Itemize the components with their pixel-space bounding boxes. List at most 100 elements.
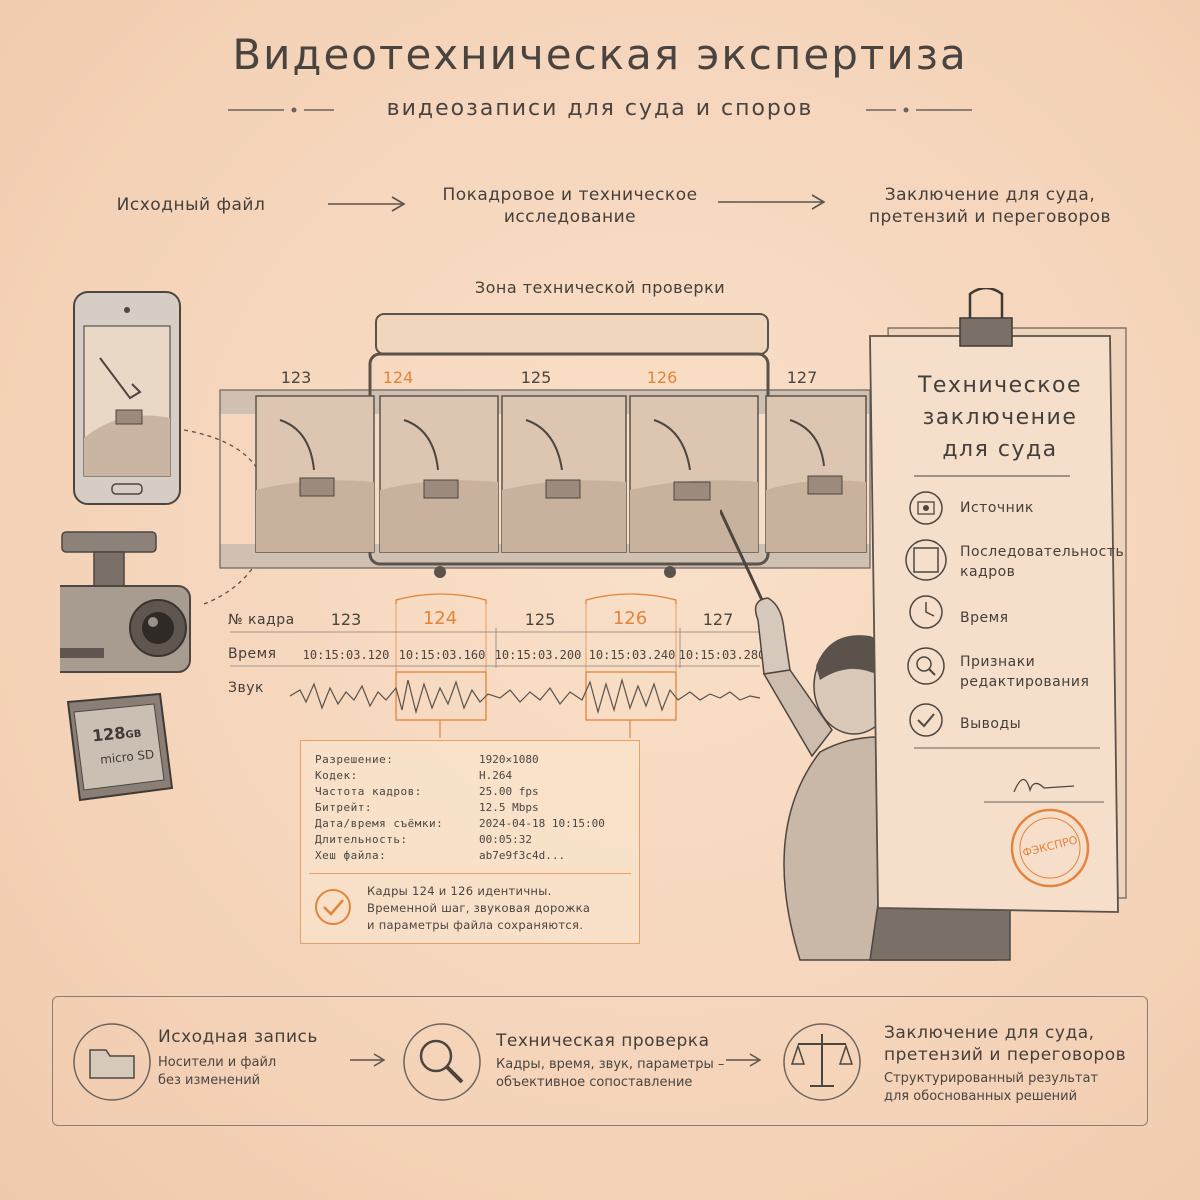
arrow-right-icon — [718, 194, 826, 210]
document-item-label: кадров — [960, 564, 1016, 580]
flow-step-conclusion: Заключение для суда, претензий и перегов… — [850, 184, 1130, 228]
summary-item-check: Техническая проверка Кадры, время, звук,… — [496, 1030, 724, 1092]
document-item-label: Признаки — [960, 654, 1036, 670]
summary-item-title: Исходная запись — [158, 1027, 318, 1047]
meta-label: Кодек: — [315, 769, 358, 782]
page-title: Видеотехническая экспертиза — [232, 30, 968, 79]
arrow-right-icon — [328, 196, 406, 212]
summary-item-title: претензий и переговоров — [884, 1045, 1127, 1065]
film-frame-number: 125 — [520, 368, 552, 387]
frame-124 — [379, 395, 499, 553]
meta-label: Частота кадров: — [315, 785, 422, 798]
timestamp: 10:15:03.200 — [494, 648, 582, 662]
document-title: Техническое заключение для суда — [890, 370, 1110, 466]
timestamp: 10:15:03.240 — [588, 648, 676, 662]
summary-item-desc: Носители и файл — [158, 1055, 277, 1070]
document-item-label: редактирования — [960, 674, 1090, 690]
flow-step-source: Исходный файл — [116, 195, 266, 215]
summary-item-title: Техническая проверка — [496, 1031, 710, 1051]
meta-value: 00:05:32 — [479, 833, 532, 846]
timeline-frame-number: 126 — [612, 608, 648, 629]
timeline-frame-number: 127 — [702, 610, 734, 629]
meta-conclusion-line2: Временной шаг, звуковая дорожка — [367, 901, 591, 915]
document-title-line3: для суда — [942, 437, 1058, 462]
document-item-sequence: Последовательность кадров — [960, 542, 1124, 582]
filmstrip — [219, 313, 871, 578]
meta-value: H.264 — [479, 769, 513, 782]
sd-card-icon — [66, 692, 174, 802]
time-label: Время — [228, 646, 277, 662]
meta-label: Дата/время съёмки: — [315, 817, 444, 830]
timeline-frame-number: 124 — [422, 608, 458, 629]
document-item-time: Время — [960, 608, 1009, 628]
meta-conclusion: Кадры 124 и 126 идентичны. Временной шаг… — [367, 883, 627, 934]
meta-conclusion-line3: и параметры файла сохраняются. — [367, 918, 584, 932]
smartphone-icon — [73, 291, 181, 505]
summary-item-desc: Кадры, время, звук, параметры – — [496, 1057, 725, 1072]
document-title-line2: заключение — [922, 405, 1078, 430]
timestamp: 10:15:03.120 — [302, 648, 390, 662]
document-title-line1: Техническое — [917, 373, 1083, 398]
subtitle-ornament — [228, 107, 972, 113]
check-circle-icon — [315, 889, 351, 925]
timestamp: 10:15:03.280 — [678, 648, 766, 662]
frame-125 — [501, 395, 627, 553]
meta-value: 1920×1080 — [479, 753, 539, 766]
summary-icons — [73, 1023, 861, 1101]
frame-126 — [629, 395, 759, 553]
document-item-conclusions: Выводы — [960, 714, 1021, 734]
folder-icon — [73, 1023, 151, 1101]
frame-123 — [255, 395, 375, 553]
timeline-frame-number: 125 — [524, 610, 556, 629]
timeline-frame-number: 123 — [330, 610, 362, 629]
frame-127 — [765, 395, 867, 553]
document-item-label: Последовательность — [960, 544, 1125, 560]
flow-step-analysis-line1: Покадровое и техническое — [442, 185, 698, 205]
magnifier-icon — [403, 1023, 481, 1101]
document-item-label: Источник — [960, 500, 1034, 516]
film-frame-number: 124 — [382, 368, 414, 387]
dashcam-icon — [60, 531, 191, 673]
timeline-grid — [230, 593, 761, 738]
binder-clip-icon — [959, 288, 1013, 347]
meta-value: 25.00 fps — [479, 785, 539, 798]
flow-step-analysis: Покадровое и техническое исследование — [430, 184, 710, 228]
flow-step-analysis-line2: исследование — [503, 207, 637, 227]
meta-value: 12.5 Mbps — [479, 801, 539, 814]
scales-icon — [783, 1023, 861, 1101]
film-frame-number: 123 — [280, 368, 312, 387]
document-item-label: Время — [960, 610, 1009, 626]
sd-capacity: 128 — [91, 723, 127, 746]
metadata-panel: Разрешение: 1920×1080 Кодек: H.264 Часто… — [300, 740, 640, 944]
flow-step-conclusion-line2: претензий и переговоров — [868, 207, 1112, 227]
summary-item-desc: для обоснованных решений — [884, 1089, 1078, 1104]
sd-unit: GB — [125, 728, 143, 742]
timestamp: 10:15:03.160 — [398, 648, 486, 662]
summary-item-conclusion: Заключение для суда, претензий и перегов… — [884, 1022, 1126, 1106]
film-frame-number: 127 — [786, 368, 818, 387]
document-item-editing: Признаки редактирования — [960, 652, 1089, 692]
meta-value: 2024-04-18 10:15:00 — [479, 817, 605, 830]
page-subtitle: видеозаписи для суда и споров — [386, 96, 814, 121]
document-item-label: Выводы — [960, 716, 1022, 732]
summary-item-desc: объективное сопоставление — [496, 1075, 693, 1090]
devices-group — [60, 291, 191, 802]
document-sheet — [869, 288, 1127, 913]
flow-step-conclusion-line1: Заключение для суда, — [884, 185, 1096, 205]
summary-panel — [52, 996, 1148, 1126]
summary-item-title: Заключение для суда, — [884, 1023, 1095, 1043]
meta-value: ab7e9f3c4d... — [479, 849, 566, 862]
summary-item-source: Исходная запись Носители и файл без изме… — [158, 1026, 318, 1090]
frame-number-label: № кадра — [228, 612, 295, 628]
meta-label: Разрешение: — [315, 753, 394, 766]
zone-label: Зона технической проверки — [474, 278, 726, 297]
document-item-source: Источник — [960, 498, 1034, 518]
meta-label: Хеш файла: — [315, 849, 387, 862]
meta-label: Битрейт: — [315, 801, 372, 814]
meta-label: Длительность: — [315, 833, 408, 846]
sound-label: Звук — [228, 680, 264, 696]
film-frame-number: 126 — [646, 368, 678, 387]
meta-conclusion-line1: Кадры 124 и 126 идентичны. — [367, 884, 552, 898]
summary-item-desc: без изменений — [158, 1073, 261, 1088]
